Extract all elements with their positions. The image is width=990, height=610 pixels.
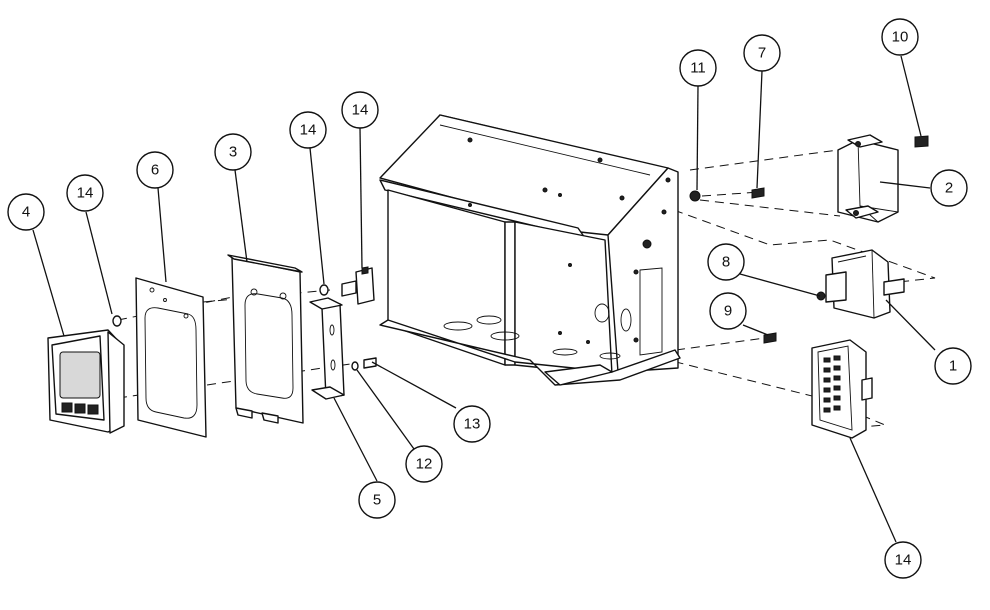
display-unit bbox=[47, 329, 125, 434]
svg-text:14: 14 bbox=[352, 102, 369, 119]
callout-3: 3 bbox=[214, 133, 252, 171]
svg-text:14: 14 bbox=[300, 122, 317, 139]
svg-text:11: 11 bbox=[690, 60, 706, 77]
svg-text:7: 7 bbox=[758, 45, 766, 62]
callouts: 1 2 3 4 5 6 7 8 9 10 11 bbox=[7, 18, 972, 579]
svg-text:3: 3 bbox=[229, 144, 237, 161]
relay-block bbox=[837, 134, 899, 223]
svg-text:14: 14 bbox=[77, 185, 94, 202]
callout-7: 7 bbox=[743, 34, 781, 72]
channel-bracket bbox=[309, 297, 345, 400]
right-hardware bbox=[689, 135, 929, 344]
svg-text:12: 12 bbox=[416, 456, 433, 473]
callout-8: 8 bbox=[707, 243, 745, 281]
contactor bbox=[825, 249, 905, 319]
main-enclosure bbox=[379, 114, 681, 386]
faceplate-bracket bbox=[227, 254, 304, 424]
callout-14-center: 14 bbox=[289, 111, 327, 149]
svg-text:9: 9 bbox=[724, 303, 732, 320]
svg-text:14: 14 bbox=[895, 552, 912, 569]
svg-text:5: 5 bbox=[373, 492, 381, 509]
svg-text:10: 10 bbox=[892, 29, 909, 46]
callout-14-bottom-right: 14 bbox=[884, 541, 922, 579]
callout-6: 6 bbox=[136, 151, 174, 189]
callout-13: 13 bbox=[453, 405, 491, 443]
leader-lines bbox=[32, 55, 936, 543]
callout-11: 11 bbox=[679, 49, 717, 87]
callout-4: 4 bbox=[7, 193, 45, 231]
callout-14-left: 14 bbox=[66, 174, 104, 212]
svg-text:2: 2 bbox=[945, 180, 953, 197]
callout-9: 9 bbox=[709, 292, 747, 330]
svg-text:4: 4 bbox=[22, 204, 30, 221]
svg-text:1: 1 bbox=[949, 358, 957, 375]
svg-text:8: 8 bbox=[722, 254, 730, 271]
callout-14-top: 14 bbox=[341, 91, 379, 129]
callout-5: 5 bbox=[358, 481, 396, 519]
callout-10: 10 bbox=[881, 18, 919, 56]
svg-text:13: 13 bbox=[464, 416, 481, 433]
callout-12: 12 bbox=[405, 445, 443, 483]
left-hardware bbox=[112, 266, 377, 371]
terminal-block bbox=[811, 339, 873, 439]
callout-1: 1 bbox=[934, 347, 972, 385]
callout-2: 2 bbox=[930, 169, 968, 207]
gasket bbox=[135, 277, 207, 438]
svg-text:6: 6 bbox=[151, 162, 159, 179]
